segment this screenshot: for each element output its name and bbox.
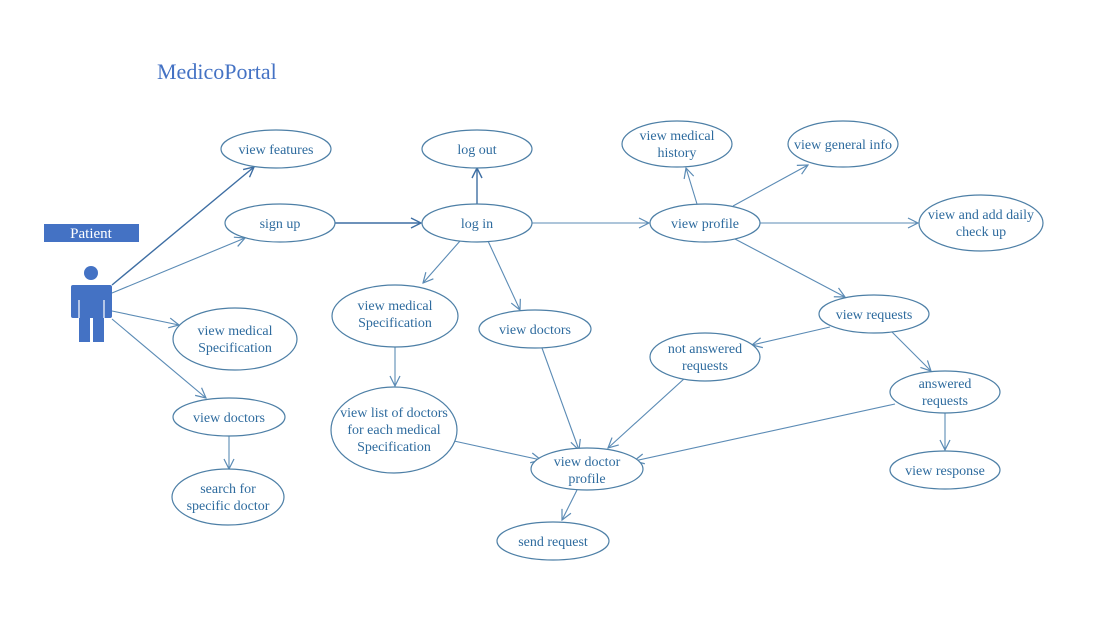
use-case-label: view list of doctors (340, 406, 448, 421)
use-case-label: view general info (794, 138, 892, 153)
use-case-label: view and add daily (928, 208, 1034, 223)
associations (111, 165, 945, 520)
edge-view-profile-general-info (732, 165, 808, 207)
use-case-log-out: log out (421, 129, 533, 169)
svg-text:view profile: view profile (671, 217, 739, 232)
use-case-label: for each medical (347, 423, 440, 438)
edge-log-in-view-doctors (487, 240, 520, 310)
use-case-label: log out (457, 143, 496, 158)
use-case-label: requests (922, 394, 968, 409)
edge-list-doctor-profile (453, 440, 541, 460)
use-case-label: view features (238, 143, 313, 158)
svg-text:log out: log out (457, 143, 496, 158)
use-case-answered-requests: answered requests (889, 370, 1001, 414)
edge-not-answered-doctor-profile (608, 377, 686, 448)
actor-label: Patient (70, 226, 112, 242)
edge-actor-view-features (111, 167, 254, 286)
use-case-view-requests: view requests (818, 294, 930, 334)
use-case-view-doctors-left: view doctors (172, 397, 286, 437)
use-case-label: requests (682, 359, 728, 374)
svg-text:send request: send request (518, 535, 588, 550)
svg-text:view doctors: view doctors (499, 323, 571, 338)
svg-text:sign up: sign up (260, 217, 301, 232)
use-case-view-medical-history: view medical history (621, 120, 733, 168)
use-case-label: view medical (357, 299, 432, 314)
use-case-label: view response (905, 464, 985, 479)
edge-actor-view-medical-spec (111, 310, 179, 325)
edge-log-in-view-medical-spec (423, 240, 461, 283)
person-icon (71, 266, 112, 342)
use-case-not-answered-requests: not answered requests (649, 332, 761, 382)
svg-text:view response: view response (905, 464, 985, 479)
svg-text:view features: view features (238, 143, 313, 158)
edge-view-doctors-doctor-profile (541, 347, 579, 450)
edge-view-profile-medical-history (686, 168, 698, 205)
actor-label-box (44, 224, 139, 242)
use-case-view-add-daily-checkup: view and add daily check up (918, 194, 1044, 252)
svg-text:view requests: view requests (836, 308, 913, 323)
svg-text:view doctors: view doctors (193, 411, 265, 426)
use-case-view-doctors-mid: view doctors (478, 309, 592, 349)
svg-text:view general info: view general info (794, 138, 892, 153)
edge-doctor-profile-send-request (562, 489, 578, 520)
edge-actor-sign-up (111, 238, 245, 294)
use-case-sign-up: sign up (224, 203, 336, 243)
use-case-label: view doctors (499, 323, 571, 338)
edge-answered-doctor-profile (634, 403, 896, 461)
use-case-label: view doctors (193, 411, 265, 426)
use-case-label: Specification (357, 440, 431, 455)
use-case-label: check up (956, 225, 1006, 240)
use-case-label: view medical (639, 129, 714, 144)
use-case-label: log in (461, 217, 493, 232)
use-case-search-specific-doctor: search for specific doctor (171, 468, 285, 526)
use-case-label: view doctor (554, 455, 621, 470)
use-case-view-doctor-profile: view doctor profile (530, 447, 644, 491)
edge-actor-view-doctors (111, 318, 206, 398)
use-case-label: Specification (358, 316, 432, 331)
use-case-label: specific doctor (187, 499, 270, 514)
use-case-view-features: view features (220, 129, 332, 169)
use-case-label: send request (518, 535, 588, 550)
use-case-label: search for (200, 482, 256, 497)
use-case-send-request: send request (496, 521, 610, 561)
edge-view-requests-answered (891, 331, 931, 371)
use-case-label: view requests (836, 308, 913, 323)
use-case-label: view medical (197, 324, 272, 339)
svg-text:log in: log in (461, 217, 493, 232)
use-case-label: sign up (260, 217, 301, 232)
use-case-label: Specification (198, 341, 272, 356)
use-case-label: history (658, 146, 697, 161)
use-case-label: answered (919, 377, 972, 392)
use-case-log-in: log in (421, 203, 533, 243)
edge-view-requests-not-answered (752, 326, 831, 345)
use-case-label: view profile (671, 217, 739, 232)
edge-view-profile-view-requests (734, 238, 845, 297)
use-case-label: not answered (668, 342, 742, 357)
use-case-label: profile (568, 472, 605, 487)
use-case-view-response: view response (889, 450, 1001, 490)
diagram-title: MedicoPortal (157, 59, 277, 84)
use-case-view-profile: view profile (649, 203, 761, 243)
use-case-view-general-info: view general info (787, 120, 899, 168)
